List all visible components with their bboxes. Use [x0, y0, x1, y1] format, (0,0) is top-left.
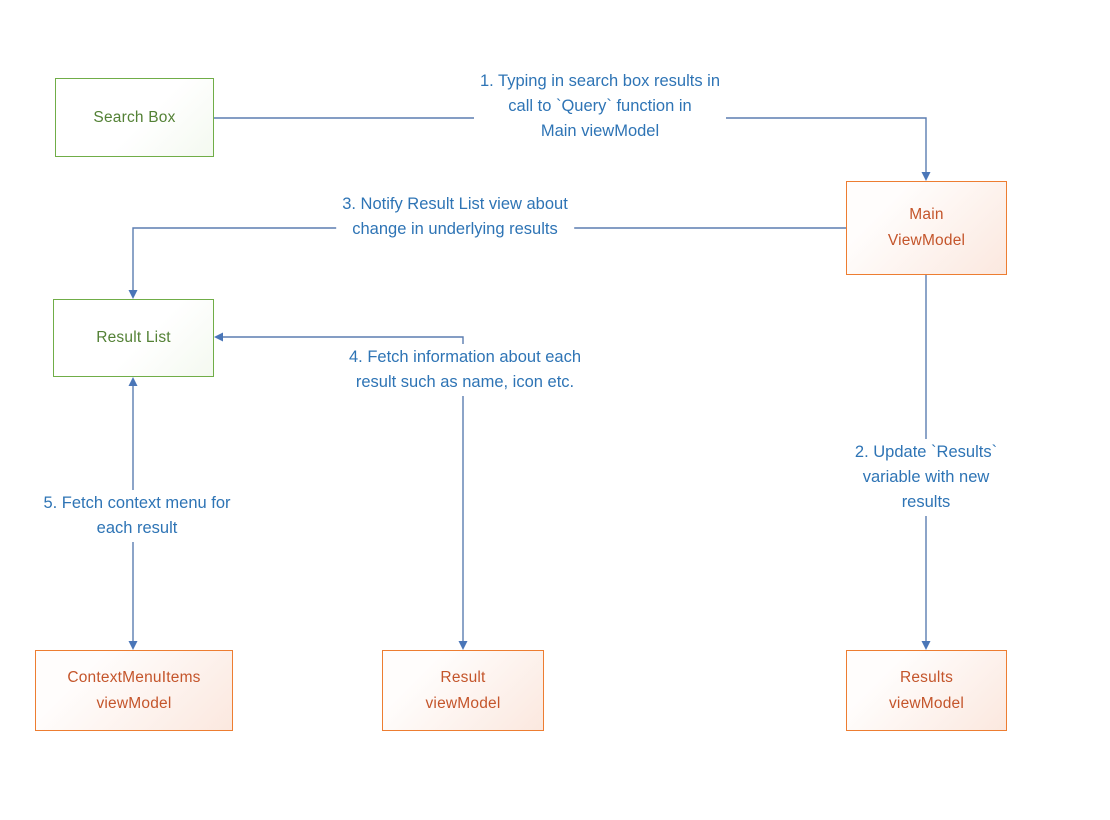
connector-step4-arrowhead-left-icon — [214, 332, 223, 342]
node-result-viewmodel: Result viewModel — [382, 650, 544, 731]
connector-step3-line — [132, 227, 846, 290]
node-label: Main ViewModel — [887, 206, 966, 249]
node-label: ContextMenuItems viewModel — [67, 668, 201, 712]
connector-step3-arrowhead-down-icon — [128, 290, 138, 299]
annotation-step-2: 2. Update `Results` variable with new re… — [834, 439, 1018, 516]
annotation-step-3: 3. Notify Result List view about change … — [336, 191, 574, 243]
node-contextmenuitems-viewmodel: ContextMenuItems viewModel — [35, 650, 233, 731]
node-search-box: Search Box — [55, 78, 214, 157]
node-label: Result List — [96, 329, 171, 346]
node-label: Result viewModel — [425, 668, 501, 712]
node-label: Search Box — [93, 108, 176, 126]
annotation-step-4: 4. Fetch information about each result s… — [342, 344, 588, 396]
node-main-viewmodel: Main ViewModel — [846, 181, 1007, 275]
connector-step2-arrowhead-down-icon — [921, 641, 931, 650]
connector-step5-arrowhead-up-icon — [128, 377, 138, 386]
annotation-step-1: 1. Typing in search box results in call … — [474, 68, 726, 145]
connector-step5-arrowhead-down-icon — [128, 641, 138, 650]
node-result-list: Result List — [53, 299, 214, 377]
connector-step4-arrowhead-down-icon — [458, 641, 468, 650]
connector-step4-line — [223, 336, 464, 641]
connector-step1-line — [214, 117, 927, 172]
node-results-viewmodel: Results viewModel — [846, 650, 1007, 731]
connector-step1-arrowhead-down-icon — [921, 172, 931, 181]
node-label: Results viewModel — [888, 668, 965, 712]
annotation-step-5: 5. Fetch context menu for each result — [37, 490, 237, 542]
